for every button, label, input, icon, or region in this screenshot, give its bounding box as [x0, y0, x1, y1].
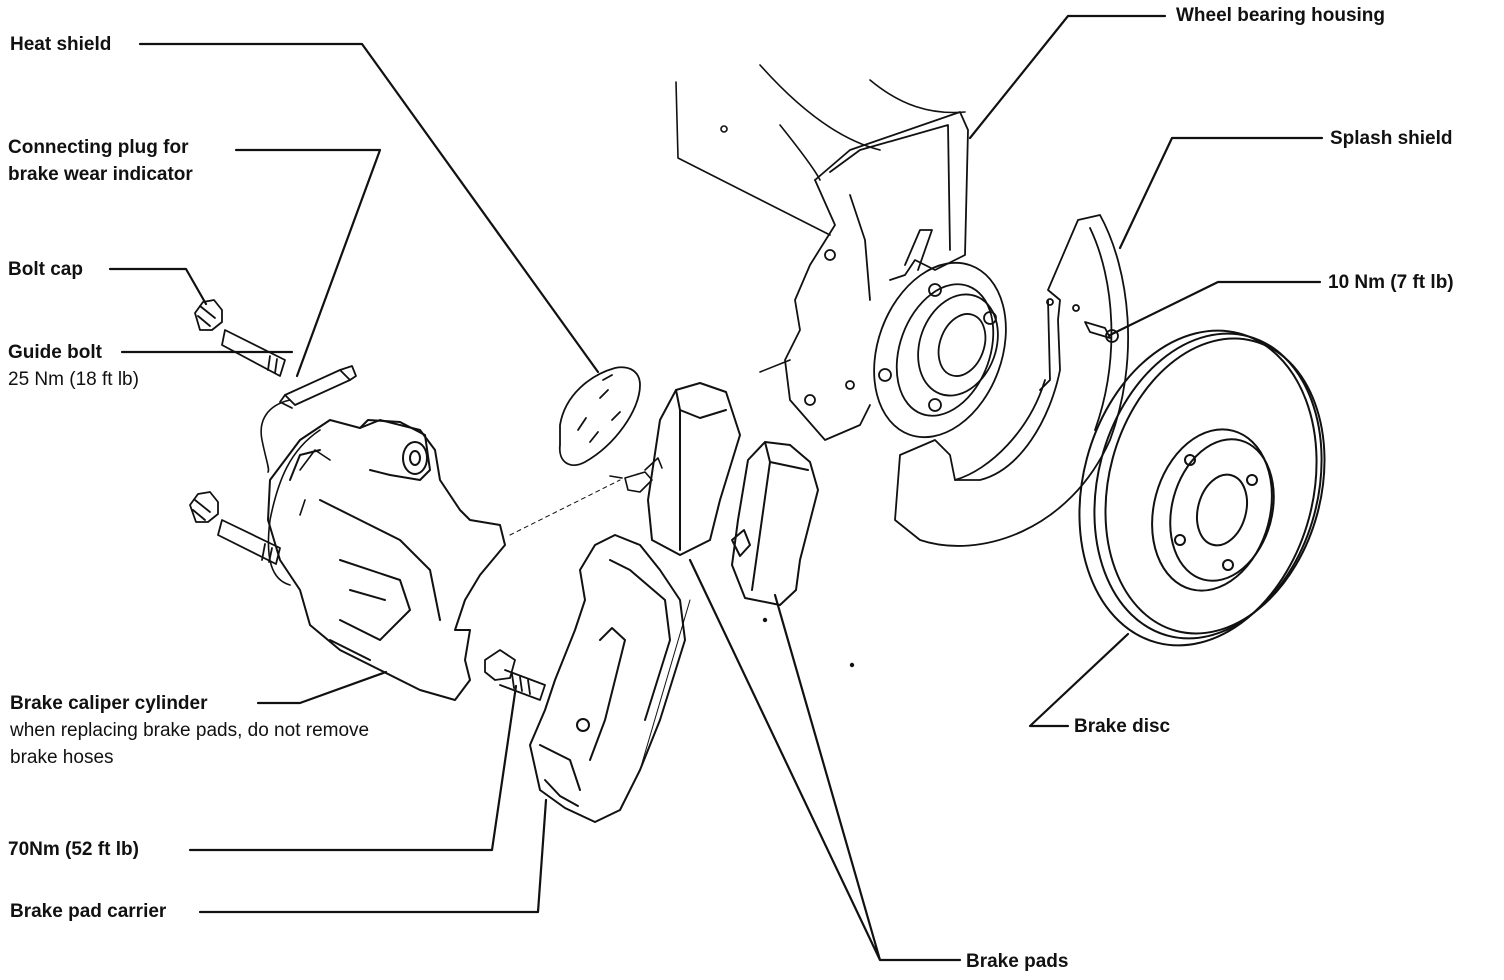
heat-shield-part — [558, 366, 641, 467]
label-wheel-bearing-housing: Wheel bearing housing — [1176, 5, 1386, 26]
leader-heat-shield — [138, 42, 600, 374]
retaining-clip-part — [609, 457, 663, 493]
splash-shield-part — [894, 214, 1129, 547]
alignment-line — [509, 479, 621, 536]
label-brake-pad-carrier: Brake pad carrier — [10, 901, 167, 922]
leader-brake-disc — [1028, 632, 1130, 728]
label-brake-caliper-cylinder: Brake caliper cylinder — [10, 693, 208, 714]
leader-splash-shield — [1118, 136, 1324, 250]
label-connecting-plug: Connecting plug for brake wear indicator — [8, 134, 193, 188]
label-splash-shield: Splash shield — [1330, 128, 1453, 149]
leader-wheel-bearing-housing — [968, 14, 1167, 140]
lower-guide-bolt-part — [189, 491, 281, 565]
label-connecting-plug-line1: Connecting plug for — [8, 137, 189, 158]
leader-bolt-cap — [108, 267, 208, 306]
label-brake-caliper-note: when replacing brake pads, do not remove… — [10, 717, 369, 771]
label-brake-caliper-note-line2: brake hoses — [10, 747, 114, 768]
splash-bolt-part — [1084, 321, 1119, 343]
leader-lines — [108, 14, 1324, 962]
label-guide-bolt: Guide bolt — [8, 342, 102, 363]
outer-brake-pad-part — [647, 382, 741, 556]
label-brake-caliper-note-line1: when replacing brake pads, do not remove — [10, 720, 370, 741]
leader-pad-carrier — [198, 798, 548, 914]
carrier-bolt-part — [484, 649, 546, 701]
label-carrier-torque: 70Nm (52 ft lb) — [8, 839, 139, 860]
wear-indicator-wire — [260, 399, 331, 586]
leader-splash-torque — [1108, 280, 1322, 337]
leader-carrier-torque — [188, 684, 518, 852]
wheel-bearing-housing-part — [784, 111, 1007, 441]
label-connecting-plug-line2: brake wear indicator — [8, 164, 193, 185]
leader-connecting-plug — [234, 148, 382, 378]
upper-guide-bolt-part — [194, 299, 286, 377]
label-brake-pads: Brake pads — [966, 951, 1069, 972]
label-guide-bolt-torque: 25 Nm (18 ft lb) — [8, 369, 139, 390]
label-brake-disc: Brake disc — [1074, 716, 1171, 737]
brake-pad-carrier-part — [529, 534, 686, 823]
inner-brake-pad-part — [731, 441, 819, 606]
alignment-line-carrier — [639, 599, 691, 771]
strut-outline — [675, 64, 966, 373]
brake-caliper-part — [267, 419, 506, 701]
label-heat-shield: Heat shield — [10, 34, 112, 55]
connecting-plug-part — [279, 365, 357, 409]
leader-caliper — [256, 670, 388, 705]
leader-brake-pads — [688, 558, 962, 962]
label-bolt-cap: Bolt cap — [8, 259, 83, 280]
brake-disc-part — [1078, 329, 1326, 647]
label-splash-shield-torque: 10 Nm (7 ft lb) — [1328, 272, 1454, 293]
